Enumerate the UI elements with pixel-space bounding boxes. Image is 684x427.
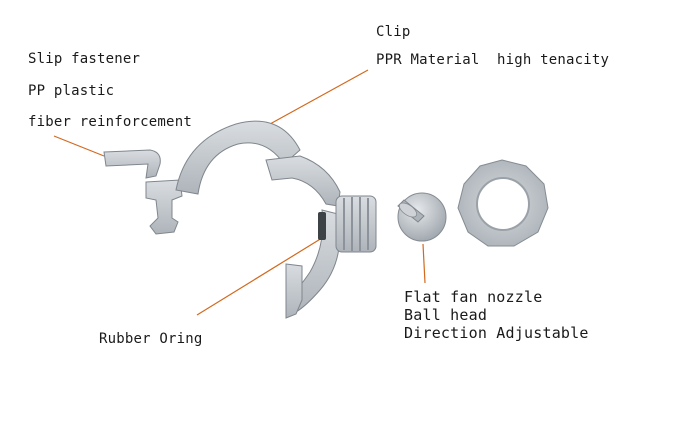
label-ball-head: Ball head — [404, 306, 488, 324]
retaining-nut — [457, 159, 549, 247]
label-rubber-oring: Rubber Oring — [99, 331, 203, 347]
leader-line-rubber-oring — [196, 237, 323, 316]
ball-head-nozzle — [397, 192, 447, 242]
label-direction-adjustable: Direction Adjustable — [404, 324, 589, 342]
label-high-tenacity: high tenacity — [497, 52, 610, 68]
label-clip: Clip — [376, 24, 411, 40]
clip-lower-hook — [285, 263, 303, 319]
threaded-outlet — [335, 195, 377, 253]
label-ppr-material: PPR Material — [376, 52, 480, 68]
clip-upper-arc — [175, 120, 301, 195]
leader-line-nozzle — [422, 243, 426, 284]
leader-line-slip-fastener — [53, 135, 105, 157]
leader-line-clip — [269, 69, 369, 125]
clip-left-bracket — [145, 179, 183, 235]
label-slip-fastener: Slip fastener — [28, 51, 141, 67]
rubber-oring — [318, 212, 326, 240]
label-flat-fan-nozzle: Flat fan nozzle — [404, 288, 543, 306]
label-pp-plastic: PP plastic — [28, 83, 115, 99]
slip-fastener-tab — [103, 149, 161, 179]
clip-right-block — [265, 155, 341, 207]
label-fiber-reinforcement: fiber reinforcement — [28, 114, 192, 130]
